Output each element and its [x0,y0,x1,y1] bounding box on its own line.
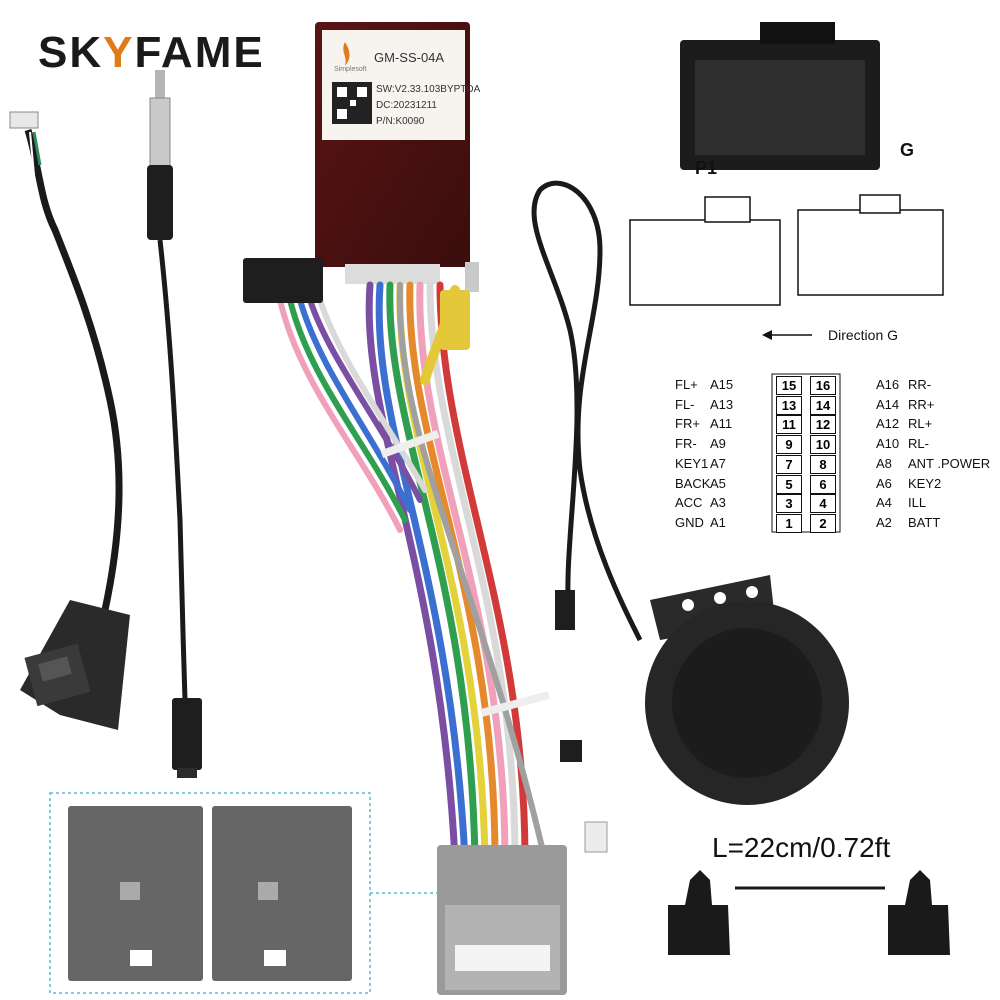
white-connector [584,821,608,853]
connector-photo-inset [49,792,437,994]
microphone-cable [531,180,643,642]
module-model: GM-SS-04A [374,50,445,65]
zip-tie [480,691,550,717]
brand-logo: SKYFAME [38,28,265,77]
vehicle-connector [437,845,567,995]
module-pn: P/N:K0090 [376,116,425,127]
connector-drawing-right [797,194,944,296]
p1-label: P1 [695,158,718,178]
rca-plug [440,262,479,350]
direction-label: Direction G [828,327,899,343]
module-dc: DC:20231211 [376,100,437,111]
g-label: G [900,140,915,160]
length-label: L=22cm/0.72ft [712,832,891,863]
pinout-frame [771,373,841,533]
usb-cable [9,111,130,730]
module-maker: Simplesoft [334,66,367,73]
length-indicator [668,870,950,955]
harness-plug [243,258,323,303]
connector-drawing-left [629,196,781,306]
zip-tie [380,429,440,459]
antenna-cable [147,70,202,778]
small-connector [560,740,582,762]
canbus-module [315,22,470,284]
wire-harness [277,281,548,864]
p1-connector [680,22,880,170]
module-sw: SW:V2.33.103BYPTDA [376,84,481,95]
microphone [645,575,849,805]
